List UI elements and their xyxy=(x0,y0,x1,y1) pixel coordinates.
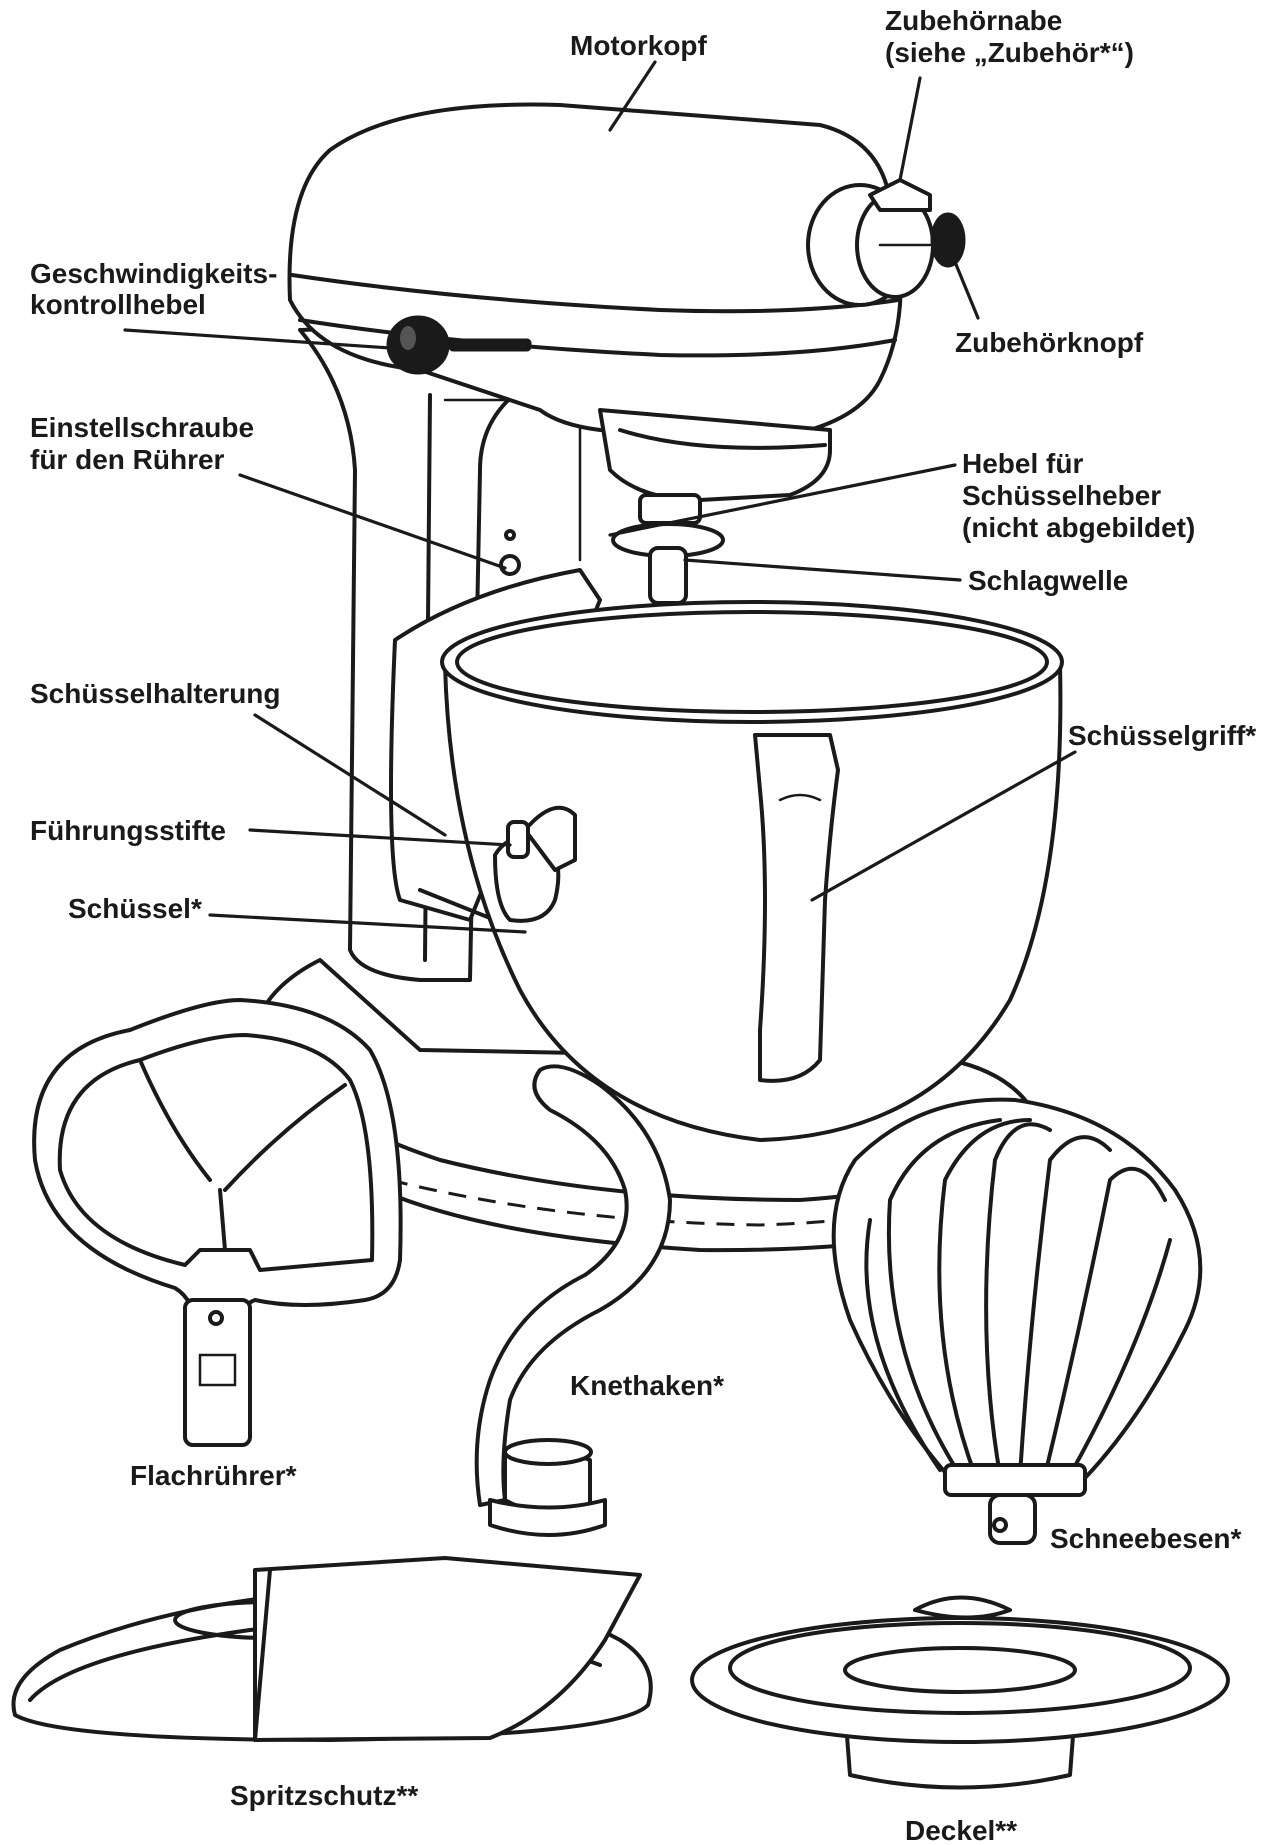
label-hebel-line2: Schüsselheber xyxy=(962,480,1161,511)
label-motorkopf: Motorkopf xyxy=(570,30,708,61)
attachment-knob xyxy=(930,212,966,268)
dough-hook-base xyxy=(488,1498,607,1537)
label-einstellschraube-line1: Einstellschraube xyxy=(30,412,254,443)
wire-whip-wire-7 xyxy=(864,1218,942,1472)
label-schneebesen: Schneebesen* xyxy=(1050,1523,1242,1554)
leader-hebel xyxy=(608,463,957,537)
bowl-handle xyxy=(753,733,840,1083)
motor-head-band-top xyxy=(290,273,900,314)
bowl-body xyxy=(443,663,1063,1142)
label-geschwindigkeit-line2: kontrollhebel xyxy=(30,289,206,320)
flat-beater-rib-3 xyxy=(218,1188,227,1252)
wire-whip-illustration xyxy=(831,1097,1203,1545)
wire-whip-wire-1 xyxy=(886,1118,1002,1477)
lid-rim-outer xyxy=(690,1616,1230,1744)
pouring-shield-chute-edge xyxy=(253,1568,272,1742)
flat-beater-shaft-hole xyxy=(208,1310,224,1326)
label-fuehrungsstifte: Führungsstifte xyxy=(30,815,226,846)
label-einstellschraube-line2: für den Rührer xyxy=(30,444,225,475)
leader-schuesselgriff xyxy=(810,750,1077,902)
wire-whip-wire-4 xyxy=(1018,1135,1112,1477)
wire-whip-shaft-pin xyxy=(992,1517,1008,1533)
label-hebel-line1: Hebel für xyxy=(962,448,1083,479)
callout-labels: Motorkopf Zubehörnabe (siehe „Zubehör*“)… xyxy=(30,5,1256,1845)
bowl-handle-grip xyxy=(778,793,822,802)
speed-lever-knob-highlight xyxy=(400,326,416,350)
wire-whip-outline xyxy=(831,1097,1203,1480)
leader-einstellschraube xyxy=(238,473,507,570)
leader-fuehrungsstifte xyxy=(248,828,512,847)
leader-schuessel xyxy=(208,913,527,934)
label-flachruehrer: Flachrührer* xyxy=(130,1460,297,1491)
label-knethaken: Knethaken* xyxy=(570,1370,724,1401)
pouring-shield-illustration xyxy=(11,1556,653,1742)
adjustment-screw-dot xyxy=(504,529,516,541)
lid-knob xyxy=(913,1595,1012,1620)
label-schlagwelle: Schlagwelle xyxy=(968,565,1128,596)
bowl-lid-illustration xyxy=(690,1595,1230,1790)
attachment-hub-top xyxy=(868,178,932,212)
wire-whip-wire-6 xyxy=(1068,1238,1172,1477)
dough-hook-illustration xyxy=(474,1064,672,1537)
flat-beater-rib-1 xyxy=(138,1058,212,1182)
leader-schlagwelle xyxy=(683,558,962,582)
label-schuesselgriff: Schüsselgriff* xyxy=(1068,720,1256,751)
mixer-illustration xyxy=(249,102,1064,1253)
flat-beater-illustration xyxy=(32,998,403,1447)
bowl-rim xyxy=(440,600,1064,724)
motor-head-underside-rim xyxy=(618,428,827,450)
bowl-bracket-plate xyxy=(523,805,577,872)
dough-hook-body xyxy=(474,1064,672,1507)
label-hebel-line3: (nicht abgebildet) xyxy=(962,512,1195,543)
wire-whip-wire-2 xyxy=(937,1118,1032,1477)
label-zubehoernabe-line1: Zubehörnabe xyxy=(885,5,1062,36)
dough-hook-cap xyxy=(503,1438,593,1466)
leader-zubehoerknopf xyxy=(953,260,980,320)
leader-lines xyxy=(123,60,1077,934)
flat-beater-inner xyxy=(57,1033,375,1272)
bowl-rim-inner xyxy=(455,610,1049,714)
flat-beater-shaft xyxy=(183,1298,252,1447)
pouring-shield-chute xyxy=(253,1556,642,1742)
label-zubehoernabe-line2: (siehe „Zubehör*“) xyxy=(885,37,1134,68)
leader-motorkopf xyxy=(608,60,657,132)
flat-beater-frame xyxy=(32,998,403,1332)
adjustment-screw xyxy=(499,554,521,576)
wire-whip-wire-5 xyxy=(1043,1166,1167,1477)
leader-schuesselhalterung xyxy=(253,713,447,837)
label-schuessel: Schüssel* xyxy=(68,893,202,924)
beater-shaft-pin xyxy=(648,546,688,605)
speed-lever-knob xyxy=(386,315,450,375)
lid-rim-inner xyxy=(728,1621,1192,1715)
leader-geschwindigkeit xyxy=(123,328,392,350)
leader-zubehoernabe xyxy=(898,76,922,182)
label-deckel: Deckel** xyxy=(905,1815,1017,1845)
wire-whip-collar xyxy=(943,1463,1087,1497)
lid-center xyxy=(843,1646,1077,1694)
speed-lever-slot xyxy=(448,338,532,352)
locating-pin xyxy=(506,820,530,859)
flat-beater-rib-2 xyxy=(223,1083,347,1192)
motor-head-underside xyxy=(598,408,832,502)
wire-whip-wire-3 xyxy=(984,1122,1052,1477)
label-spritzschutz: Spritzschutz** xyxy=(230,1780,418,1811)
label-zubehoerknopf: Zubehörknopf xyxy=(955,327,1144,358)
label-geschwindigkeit-line1: Geschwindigkeits- xyxy=(30,258,277,289)
flat-beater-shaft-window xyxy=(198,1353,237,1387)
label-schuesselhalterung: Schüsselhalterung xyxy=(30,678,281,709)
